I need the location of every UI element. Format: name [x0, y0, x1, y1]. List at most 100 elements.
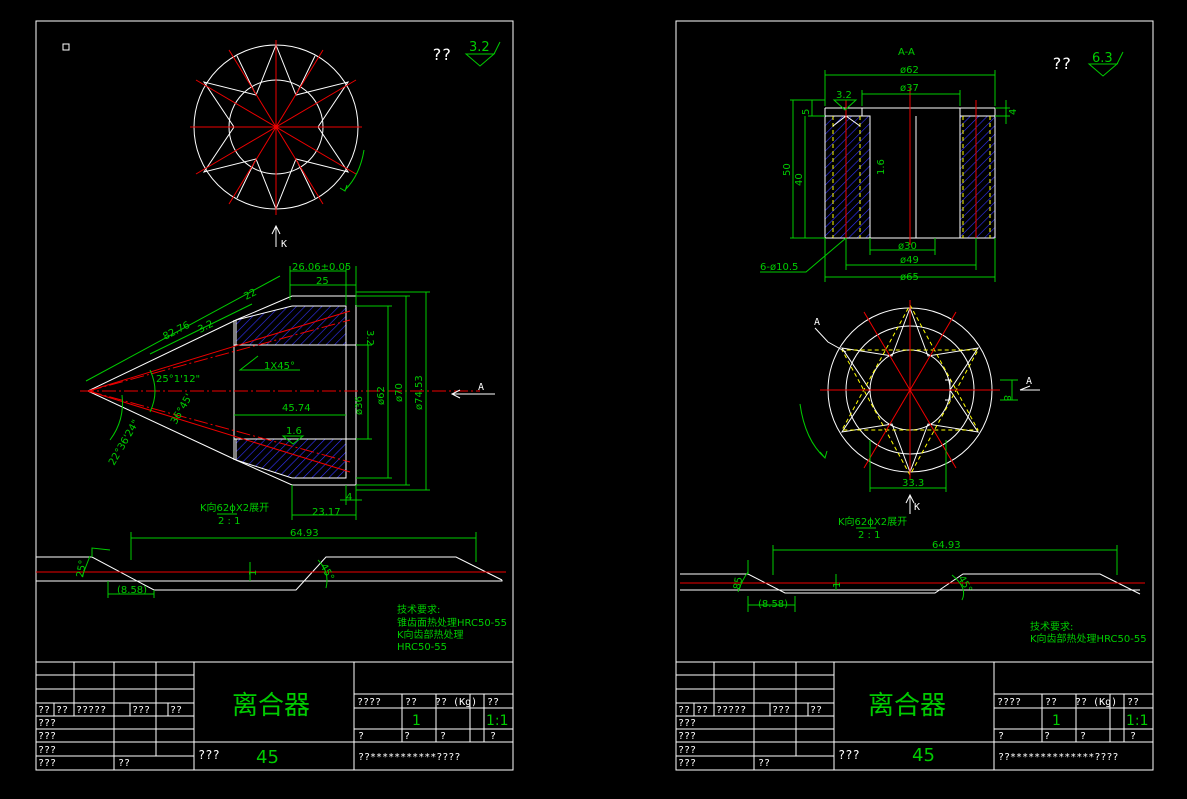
right-tb-r3: ?????: [716, 705, 746, 716]
left-dim-14: ø62: [376, 386, 387, 405]
left-tb-s4: ???: [38, 758, 56, 769]
left-dim-6: 1X45°: [264, 361, 295, 372]
left-tb-material: 45: [256, 747, 279, 768]
left-tb-q3: ?: [440, 731, 446, 742]
right-tb-title: 离合器: [868, 691, 946, 721]
right-tb-s4: ???: [678, 758, 696, 769]
right-tb-q2: ?: [1044, 731, 1050, 742]
left-tb-s3: ???: [38, 745, 56, 756]
right-tb-q3: ?: [1080, 731, 1086, 742]
right-dim-2: ø37: [900, 83, 919, 94]
right-prof-bot: (8.58): [758, 599, 788, 610]
left-notes-l2: K向齿部热处理: [397, 628, 464, 641]
right-tb-c4: ??: [1127, 697, 1139, 708]
left-tb-mat-lbl: ???: [198, 748, 220, 762]
right-k-label: K: [914, 502, 920, 513]
left-dim-17: 4: [346, 492, 352, 503]
left-tb-scale: 1:1: [486, 713, 509, 729]
right-roughness-val: 6.3: [1092, 51, 1113, 66]
left-dim-13: ø36: [354, 396, 365, 415]
right-dim-12: 6-ø10.5: [760, 262, 798, 273]
right-prof-a2: 45°: [955, 574, 973, 595]
left-dim-2: 25: [316, 276, 329, 287]
left-dim-16: ø74.53: [414, 375, 425, 410]
right-tb-q1: ?: [998, 731, 1004, 742]
left-notes-title: 技术要求:: [397, 603, 440, 616]
right-prof-len: 64.93: [932, 540, 961, 551]
left-tb-q1: ?: [358, 731, 364, 742]
left-top-view: K: [190, 40, 365, 250]
left-tb-r1: ??: [38, 705, 50, 716]
left-prof-len: 64.93: [290, 528, 319, 539]
right-dim-1: ø62: [900, 65, 919, 76]
right-tb-s2: ???: [678, 731, 696, 742]
left-dim-3: 22: [242, 287, 258, 303]
right-tb-r2: ??: [696, 705, 708, 716]
right-dim-5: 4: [1008, 109, 1019, 115]
left-front-view: 26.06±0.05 25 22 82.76 3.2 1X45° 25°1'12…: [80, 262, 495, 520]
right-dim-9: ø30: [898, 241, 917, 252]
right-dim-6: 50: [782, 163, 793, 176]
right-prof-t: 1: [832, 582, 843, 588]
left-tb-q4: ?: [490, 731, 496, 742]
left-tb-title: 离合器: [232, 691, 310, 721]
right-roughness-q: ??: [1052, 54, 1071, 73]
left-tb-q2: ?: [404, 731, 410, 742]
right-tb-count: 1: [1052, 713, 1061, 729]
left-profile-view: 64.93 25° (8.58) 1 45°: [36, 528, 506, 598]
left-dim-1: 26.06±0.05: [292, 262, 351, 273]
right-tb-scale: 1:1: [1126, 713, 1149, 729]
left-dim-5: 3.2: [196, 319, 215, 336]
right-tb-s3: ???: [678, 745, 696, 756]
left-tb-s2: ???: [38, 731, 56, 742]
left-dim-9: 36°45': [169, 392, 195, 426]
right-section-label: A-A: [898, 47, 915, 58]
right-section-view: ø62 ø37 3.2 5 4 50 40 1.6 ø30 ø49 ø65 6-…: [760, 65, 1019, 283]
right-tb-c3: ?? (Kg): [1075, 697, 1117, 708]
right-a-label-2: A: [1026, 376, 1032, 387]
right-tb-r5: ??: [810, 705, 822, 716]
right-tb-code: ??**************????: [998, 752, 1118, 763]
left-roughness-q: ??: [432, 45, 451, 64]
right-dim-15: 8: [1001, 395, 1012, 401]
right-notes-title: 技术要求:: [1030, 620, 1073, 633]
left-tb-code: ??***********????: [358, 752, 460, 763]
left-tb-r3: ?????: [76, 705, 106, 716]
left-prof-bot: (8.58): [117, 585, 147, 596]
left-kview-label: K向62ϕX2展开: [200, 501, 269, 514]
left-tb-r5: ??: [170, 705, 182, 716]
left-tb-s5: ??: [118, 758, 130, 769]
right-tb-r4: ???: [772, 705, 790, 716]
right-dim-4: 5: [801, 109, 812, 115]
left-origin-mark: [62, 43, 70, 51]
right-tb-r1: ??: [678, 705, 690, 716]
left-tb-c4: ??: [487, 697, 499, 708]
right-tb-material: 45: [912, 745, 935, 766]
left-tb-count: 1: [412, 713, 421, 729]
left-dim-7: 25°1'12": [156, 374, 200, 385]
right-top-view: A A 8 33.3 K: [799, 300, 1040, 514]
left-tb-r2: ??: [56, 705, 68, 716]
right-a-label-1: A: [814, 317, 820, 328]
right-profile-view: 64.93 85 (8.58) 1 45°: [680, 540, 1145, 612]
left-roughness-symbol: [464, 41, 501, 67]
right-dim-3: 3.2: [836, 90, 852, 101]
left-dim-18: 23.17: [312, 507, 341, 518]
right-tb-q4: ?: [1130, 731, 1136, 742]
left-title-block: 离合器 ??? 45 ???? ?? ?? (Kg) ?? 1 1:1 ? ? …: [36, 661, 513, 770]
right-title-block: 离合器 ??? 45 ???? ?? ?? (Kg) ?? 1 1:1 ? ? …: [676, 661, 1153, 770]
right-kview-label: K向62ϕX2展开: [838, 515, 907, 528]
right-dim-7: 40: [794, 173, 805, 186]
right-notes-l1: K向齿部热处理HRC50-55: [1030, 632, 1147, 645]
left-roughness-val: 3.2: [469, 40, 490, 55]
right-tb-mat-lbl: ???: [838, 748, 860, 762]
left-tb-r4: ???: [132, 705, 150, 716]
right-tb-s5: ??: [758, 758, 770, 769]
left-dim-12: 3.2: [364, 330, 375, 346]
left-dim-11: 1.6: [286, 426, 302, 437]
left-dim-8: 45.74: [282, 403, 311, 414]
left-kview-scale: 2 : 1: [218, 516, 240, 527]
right-dim-8: 1.6: [876, 159, 887, 175]
right-tb-c1: ????: [997, 697, 1021, 708]
left-prof-a1: 25°: [75, 559, 89, 578]
